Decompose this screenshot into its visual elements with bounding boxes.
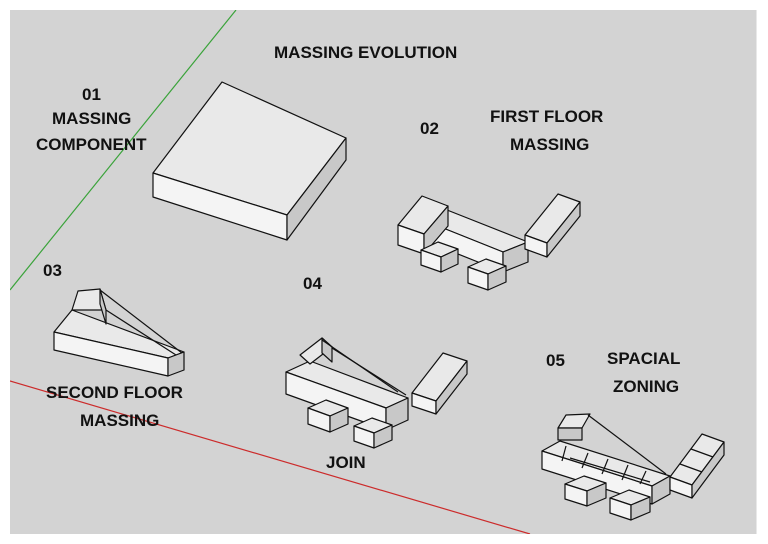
stage-03-number: 03 — [43, 261, 62, 280]
stage-02-label-line-2: MASSING — [510, 135, 590, 154]
massing-component-block — [152, 81, 347, 241]
stage-04-label-line-1: JOIN — [326, 453, 366, 472]
stage-01-label-line-2: COMPONENT — [36, 135, 147, 154]
stage-05-label-line-1: SPACIAL — [607, 349, 681, 368]
spacial-zoning-model — [541, 413, 725, 521]
stage-05-number: 05 — [546, 351, 565, 370]
first-floor-massing-model — [397, 193, 581, 291]
stage-01-label-line-1: MASSING — [52, 109, 132, 128]
stage-04-number: 04 — [303, 274, 322, 293]
second-floor-massing-model — [53, 288, 185, 377]
stage-02-label-line-1: FIRST FLOOR — [490, 107, 604, 126]
stage-01-number: 01 — [82, 85, 101, 104]
massing-models-drawing — [10, 10, 725, 534]
green-axis-line — [10, 10, 237, 291]
stage-05-label-line-2: ZONING — [613, 377, 680, 396]
diagram-title: MASSING EVOLUTION — [274, 43, 458, 62]
stage-03-label-line-2: MASSING — [80, 411, 160, 430]
stage-03-label-line-1: SECOND FLOOR — [46, 383, 183, 402]
red-axis-line — [10, 380, 531, 534]
modeling-viewport[interactable]: MASSING EVOLUTION 01 MASSING COMPONENT 0… — [10, 10, 757, 534]
stage-02-number: 02 — [420, 119, 439, 138]
join-model — [285, 337, 468, 449]
